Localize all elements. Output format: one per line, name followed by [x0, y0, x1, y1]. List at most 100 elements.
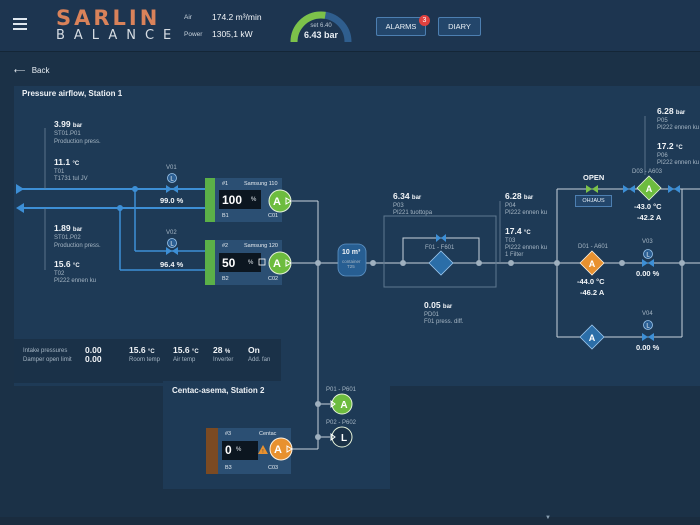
logo-balance: BALANCE — [56, 28, 181, 43]
t02-tag: T02 — [54, 271, 65, 277]
p05-desc: PI222 ennen ku — [657, 125, 700, 131]
svg-text:A: A — [273, 258, 281, 270]
intake-value: 0.00 — [85, 345, 102, 355]
comp3-name: Centac — [259, 431, 277, 437]
gauge-value: 6.43 bar — [303, 30, 339, 40]
ohjaus-button[interactable]: OHJAUS — [575, 195, 612, 207]
d01-current: -46.2 A — [580, 288, 605, 297]
comp3-sub-left: B3 — [225, 465, 232, 471]
pressure-gauge — [290, 11, 352, 43]
alarms-count-badge: 3 — [419, 15, 430, 26]
tank-type: container — [342, 259, 361, 264]
svg-text:L: L — [170, 177, 174, 183]
station2-title: Centac-asema, Station 2 — [172, 386, 265, 395]
comp2-unit: % — [248, 260, 254, 266]
st01p02-tag: ST01.P02 — [54, 235, 81, 241]
p03-desc: PI221 tuottopa — [393, 210, 433, 216]
p02-label: P02 - P602 — [326, 420, 357, 426]
st01p02-value: 1.89 bar — [54, 223, 83, 233]
v01-label: V01 — [166, 165, 177, 171]
comp2-number: #2 — [222, 243, 229, 249]
v04-label: V04 — [642, 311, 653, 317]
diary-button[interactable]: DIARY — [438, 17, 481, 36]
comp3-value: 0 — [225, 443, 232, 457]
svg-text:L: L — [646, 324, 650, 330]
back-label: Back — [31, 66, 50, 75]
p03-value: 6.34 bar — [393, 191, 422, 201]
comp1-value: 100 — [222, 193, 243, 207]
bottom-scrollbar[interactable] — [0, 517, 700, 525]
chevron-down-icon[interactable]: ▼ — [545, 515, 551, 521]
t03-tag: T03 — [505, 238, 516, 244]
comp1-sub-right: C01 — [268, 213, 279, 219]
t01-desc: T1731 tul JV — [54, 176, 88, 182]
comp3-number: #3 — [225, 431, 232, 437]
d03-label: D03 - A603 — [632, 169, 663, 175]
fan-value: On — [248, 345, 260, 355]
p05-value: 6.28 bar — [657, 106, 686, 116]
tank-id: T25 — [347, 264, 355, 269]
svg-text:A: A — [274, 444, 282, 456]
svg-text:L: L — [170, 242, 174, 248]
v03-label: V03 — [642, 239, 653, 245]
v01-value: 99.0 % — [160, 196, 184, 205]
t03-value: 17.4 °C — [505, 226, 531, 236]
t03-filter: 1 Filter — [505, 252, 524, 258]
comp3-sub-right: C03 — [268, 465, 279, 471]
logo-sarlin: SARLIN — [56, 6, 161, 30]
damper-value: 0.00 — [85, 354, 102, 364]
comp1-number: #1 — [222, 181, 229, 187]
power-label: Power — [184, 31, 203, 38]
comp2-sub-left: B2 — [222, 276, 229, 282]
power-value: 1305,1 kW — [212, 29, 253, 39]
svg-text:A: A — [340, 400, 347, 411]
st01p01-value: 3.99 bar — [54, 119, 83, 129]
p06-desc: PI222 ennen ku — [657, 160, 700, 166]
top-bar: SARLIN BALANCE Air 174.2 m³/min Power 13… — [0, 0, 700, 52]
d03-temp: -43.0 °C — [634, 202, 662, 211]
comp1-name: Samsung 110 — [244, 181, 278, 187]
st01p01-desc: Production press. — [54, 139, 101, 145]
air-label: Air — [184, 14, 192, 21]
inverter-label: Inverter — [213, 357, 234, 363]
d01-temp: -44.0 °C — [577, 277, 605, 286]
svg-text:A: A — [589, 259, 596, 269]
comp3-unit: % — [236, 447, 242, 453]
comp1-unit: % — [251, 197, 257, 203]
t02-value: 15.6 °C — [54, 259, 80, 269]
p01-label: P01 - P601 — [326, 387, 357, 393]
st01p01-tag: ST01.P01 — [54, 131, 81, 137]
arrow-left-icon: ⟵ — [14, 66, 26, 75]
v02-label: V02 — [166, 230, 177, 236]
t01-tag: T01 — [54, 169, 65, 175]
air-temp-label: Air temp — [173, 357, 196, 363]
svg-text:A: A — [589, 333, 596, 343]
alarms-button[interactable]: ALARMS — [376, 17, 426, 36]
t01-value: 11.1 °C — [54, 157, 80, 167]
p04-tag: P04 — [505, 203, 516, 209]
intake-label: Intake pressures — [23, 348, 68, 354]
p04-desc: PI222 ennen ku — [505, 210, 548, 216]
menu-icon[interactable] — [13, 18, 27, 30]
gauge-setpoint: set 6.40 — [310, 23, 332, 29]
pd01-tag: PD01 — [424, 312, 440, 318]
p06-value: 17.2 °C — [657, 141, 683, 151]
air-value: 174.2 m³/min — [212, 12, 262, 22]
damper-label: Damper open limit — [23, 357, 72, 363]
svg-text:A: A — [646, 184, 653, 194]
p06-tag: P06 — [657, 153, 668, 159]
back-button[interactable]: ⟵ Back — [14, 66, 50, 75]
inverter-value: 28 % — [213, 345, 231, 355]
v04-value: 0.00 % — [636, 343, 660, 352]
summary-panel — [14, 339, 281, 383]
svg-text:L: L — [646, 253, 650, 259]
tank-volume: 10 m³ — [342, 249, 361, 256]
svg-text:L: L — [341, 433, 347, 444]
room-temp-label: Room temp — [129, 357, 161, 363]
f01-label: F01 - F601 — [425, 245, 455, 251]
room-temp-value: 15.6 °C — [129, 345, 155, 355]
comp2-value: 50 — [222, 256, 236, 270]
pd01-desc: F01 press. diff. — [424, 319, 464, 325]
open-status: OPEN — [583, 173, 605, 182]
